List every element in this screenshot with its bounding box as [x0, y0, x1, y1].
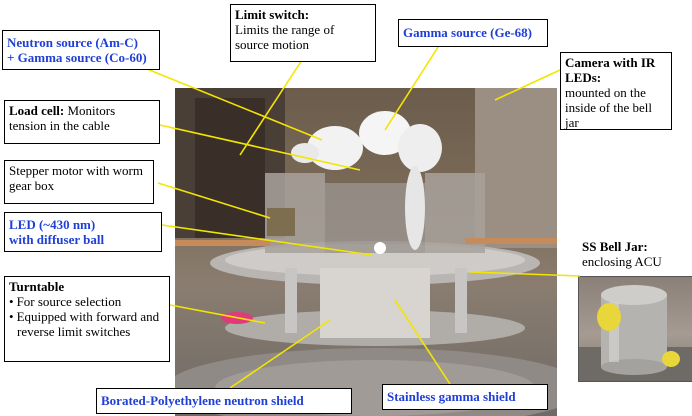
turntable-item: Equipped with forward and reverse limit …	[9, 309, 165, 339]
callout-neutron-source: Neutron source (Am-C) + Gamma source (Co…	[2, 30, 160, 70]
stepper-motor-label: Stepper motor with worm gear box	[9, 163, 143, 193]
callout-turntable: Turntable For source selection Equipped …	[4, 276, 170, 362]
callout-led: LED (~430 nm) with diffuser ball	[4, 212, 162, 252]
turntable-title: Turntable	[9, 279, 65, 294]
load-cell-title: Load cell:	[9, 103, 65, 118]
bell-jar-illustration	[579, 285, 692, 381]
neutron-source-line2: + Gamma source (Co-60)	[7, 50, 147, 65]
callout-stainless-shield: Stainless gamma shield	[382, 384, 548, 410]
turntable-item: For source selection	[9, 294, 165, 309]
neutron-source-line1: Neutron source (Am-C)	[7, 35, 138, 50]
led-line2: with diffuser ball	[9, 232, 105, 247]
callout-gamma-source: Gamma source (Ge-68)	[398, 19, 548, 47]
callout-camera: Camera with IR LEDs: mounted on the insi…	[560, 52, 672, 130]
turntable-list: For source selection Equipped with forwa…	[9, 294, 165, 339]
callout-load-cell: Load cell: Monitors tension in the cable	[4, 100, 160, 144]
apparatus-illustration	[175, 88, 557, 416]
camera-desc: mounted on the inside of the bell jar	[565, 85, 653, 130]
camera-title: Camera with IR LEDs:	[565, 55, 656, 85]
stainless-shield-label: Stainless gamma shield	[387, 389, 516, 404]
bell-jar-desc: enclosing ACU	[582, 254, 662, 269]
callout-stepper-motor: Stepper motor with worm gear box	[4, 160, 154, 204]
gamma-source-label: Gamma source (Ge-68)	[403, 25, 533, 40]
callout-borated-shield: Borated-Polyethylene neutron shield	[96, 388, 352, 414]
limit-switch-title: Limit switch:	[235, 7, 310, 22]
apparatus-photo	[175, 88, 557, 416]
bell-jar-photo	[578, 276, 692, 382]
bell-jar-label: SS Bell Jar: enclosing ACU	[582, 239, 692, 269]
callout-limit-switch: Limit switch: Limits the range of source…	[230, 4, 376, 62]
borated-shield-label: Borated-Polyethylene neutron shield	[101, 393, 304, 408]
limit-switch-desc: Limits the range of source motion	[235, 22, 335, 52]
led-line1: LED (~430 nm)	[9, 217, 96, 232]
bell-jar-title: SS Bell Jar:	[582, 239, 648, 254]
load-cell-desc: Monitors tension in the cable	[9, 103, 116, 133]
